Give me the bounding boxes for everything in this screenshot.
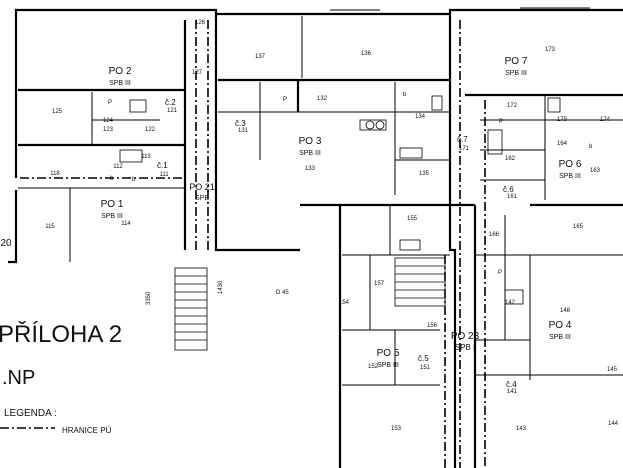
- legend-item: HRANICE PÚ: [62, 426, 112, 435]
- tag-p: P: [499, 119, 503, 125]
- room-123: 123: [103, 127, 114, 133]
- corridor-c4: č.4: [506, 380, 517, 389]
- room-164: 164: [557, 141, 568, 147]
- corridor-c7: č.7: [457, 135, 468, 144]
- room-135: 135: [419, 171, 430, 177]
- room-153: 153: [391, 426, 402, 432]
- room-126: 126: [195, 20, 206, 26]
- room-127: 127: [192, 70, 203, 76]
- window-marks: [330, 7, 590, 11]
- room-132: 132: [317, 96, 328, 102]
- room-157: 157: [374, 281, 385, 287]
- po6-grade: SPB III: [559, 173, 581, 180]
- exterior-walls: [8, 8, 623, 468]
- fixture-tags: P P P P b b b b: [108, 92, 593, 276]
- corridor-labels: č.2 č.1 č.3 č.7 č.6 č.5 č.4: [157, 98, 517, 389]
- room-134: 134: [415, 114, 426, 120]
- po3-name: PO 3: [299, 136, 322, 147]
- room-113: 113: [141, 154, 151, 160]
- fire-boundary-lines: [0, 20, 486, 468]
- floor-label: .NP: [2, 367, 35, 389]
- room-136: 136: [361, 51, 372, 57]
- room-131: 131: [238, 128, 249, 134]
- po4-name: PO 4: [549, 320, 572, 331]
- po3-grade: SPB III: [299, 150, 321, 157]
- po7-name: PO 7: [505, 56, 528, 67]
- room-154: 154: [339, 300, 350, 306]
- dim-3350: 3350: [146, 291, 152, 305]
- room-165: 165: [573, 224, 584, 230]
- room-125: 125: [52, 109, 63, 115]
- legend-heading: LEGENDA :: [4, 408, 57, 419]
- po6-name: PO 6: [559, 159, 582, 170]
- stair-flights: [174, 257, 446, 351]
- room-143: 143: [516, 426, 527, 432]
- room-118: 118: [50, 171, 60, 177]
- po20-name: 20: [0, 238, 12, 249]
- room-133: 133: [305, 166, 316, 172]
- room-175: 175: [557, 117, 568, 123]
- po21-name: PO 21: [189, 182, 215, 192]
- room-114: 114: [121, 221, 131, 227]
- tag-p: P: [498, 270, 502, 276]
- tag-p: P: [283, 97, 287, 103]
- room-148: 148: [560, 308, 571, 314]
- corridor-c6: č.6: [503, 185, 514, 194]
- po21-grade: SPB: [195, 195, 209, 202]
- room-172: 172: [507, 103, 518, 109]
- corridor-c1: č.1: [157, 161, 168, 170]
- interior-walls: [18, 16, 623, 386]
- po5-grade: SPB III: [377, 362, 399, 369]
- tag-b: b: [110, 176, 114, 182]
- tag-b: b: [132, 177, 136, 183]
- room-144: 144: [608, 421, 619, 427]
- room-174: 174: [600, 117, 611, 123]
- room-145: 145: [607, 367, 618, 373]
- po2-name: PO 2: [109, 66, 132, 77]
- room-111: 111: [159, 172, 169, 178]
- po5-name: PO 5: [377, 348, 400, 359]
- room-163: 163: [590, 168, 601, 174]
- room-137: 137: [255, 54, 266, 60]
- dim-d45: D 45: [276, 290, 289, 296]
- corridor-c5: č.5: [418, 354, 429, 363]
- dimension-labels: 3350 1430 D 45: [146, 280, 289, 305]
- sanitary-fixtures: [119, 95, 561, 305]
- room-121: 121: [167, 108, 178, 114]
- room-152: 152: [368, 364, 379, 370]
- corridor-c2: č.2: [165, 98, 176, 107]
- po23-grade: SPB I: [455, 343, 475, 352]
- tag-b: b: [403, 92, 407, 98]
- room-156: 156: [427, 323, 438, 329]
- room-115: 115: [45, 224, 55, 230]
- room-166: 166: [489, 232, 500, 238]
- room-141: 141: [507, 389, 518, 395]
- corridor-c3: č.3: [235, 119, 246, 128]
- po2-grade: SPB III: [109, 80, 131, 87]
- dim-1430: 1430: [218, 280, 224, 294]
- room-161: 161: [507, 194, 518, 200]
- room-numbers: 126 137 136 173 127 125 121 132 172 175 …: [45, 20, 618, 432]
- po4-grade: SPB III: [549, 334, 571, 341]
- room-171: 171: [459, 146, 470, 152]
- title: PŘÍLOHA 2: [0, 321, 122, 348]
- po7-grade: SPB III: [505, 70, 527, 77]
- room-142: 142: [505, 300, 516, 306]
- room-155: 155: [407, 216, 418, 222]
- po1-name: PO 1: [101, 199, 124, 210]
- room-173: 173: [545, 47, 556, 53]
- room-124: 124: [103, 118, 114, 124]
- room-112: 112: [113, 164, 123, 170]
- room-122: 122: [145, 127, 156, 133]
- fire-section-labels: PO 2 SPB III PO 1 SPB III 20 PO 3 SPB II…: [0, 56, 581, 369]
- room-151: 151: [420, 365, 431, 371]
- tag-p: P: [108, 100, 112, 106]
- po23-name: PO 23: [451, 331, 480, 342]
- tag-b: b: [589, 144, 593, 150]
- po1-grade: SPB III: [101, 213, 123, 220]
- room-162: 162: [505, 156, 516, 162]
